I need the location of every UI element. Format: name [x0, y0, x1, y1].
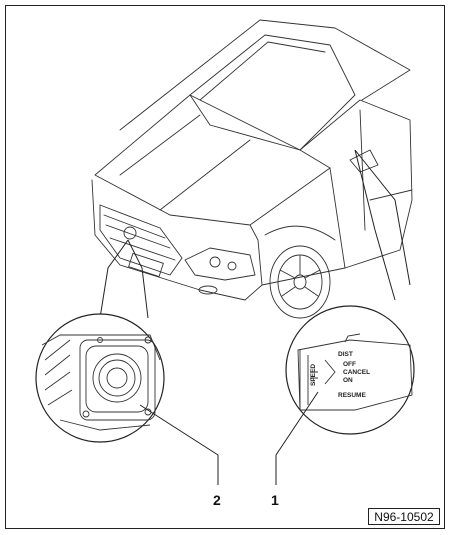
front-wheel	[269, 245, 331, 319]
switch-leader-line	[354, 149, 396, 301]
front-grille	[99, 204, 183, 276]
sensor-detail-circle	[35, 313, 165, 443]
license-plate	[128, 252, 164, 278]
switch-label-resume: RESUME	[338, 392, 366, 399]
car-roof	[119, 19, 411, 131]
vw-badge	[123, 226, 137, 240]
sensor-leader-line	[99, 239, 129, 319]
callout-2-leader	[139, 404, 219, 485]
callout-1-leader	[275, 391, 319, 485]
windshield	[189, 34, 356, 151]
car-hood	[94, 94, 331, 226]
callout-number-1: 1	[271, 492, 279, 508]
front-bumper	[91, 179, 263, 301]
callout-number-2: 2	[213, 492, 221, 508]
switch-label-off: OFF	[343, 361, 356, 368]
side-mirror	[349, 149, 379, 173]
switch-label-speed: SPEED	[310, 364, 317, 386]
switch-label-dist: DIST	[338, 351, 353, 358]
switch-label-on: ON	[343, 377, 353, 384]
switch-detail-circle: DIST OFF CANCEL ON SPEED RESUME	[285, 305, 415, 435]
switch-label-cancel: CANCEL	[343, 369, 370, 376]
reference-code-box: N96-10502	[368, 508, 440, 525]
fog-light	[198, 285, 218, 295]
diagram-frame	[5, 5, 445, 529]
radar-sensor	[85, 345, 149, 413]
reference-code: N96-10502	[374, 509, 434, 524]
headlight	[184, 247, 256, 281]
